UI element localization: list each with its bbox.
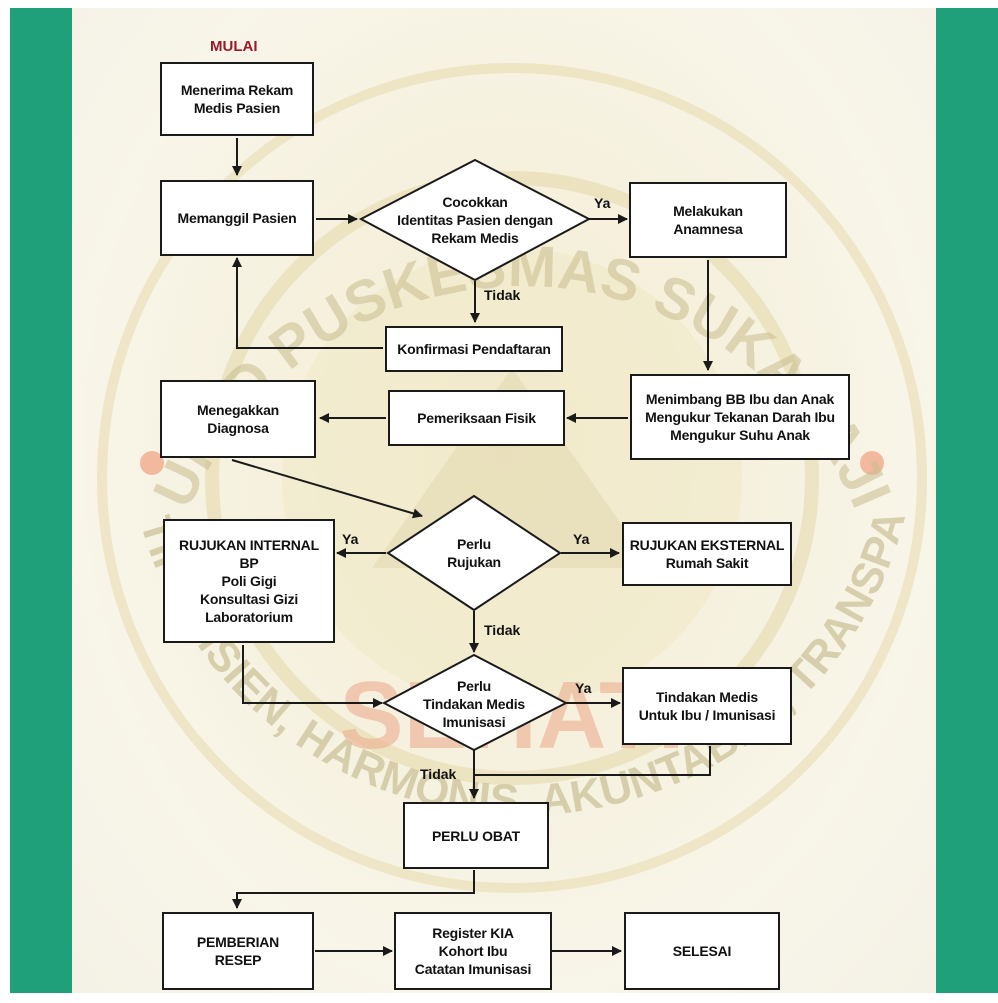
node-text: Poli Gigi <box>221 573 277 589</box>
node-text: Perlu <box>456 536 491 552</box>
node-text: BP <box>239 555 259 571</box>
node-text: Konfirmasi Pendaftaran <box>397 341 551 357</box>
node-melakukan-anamnesa: Melakukan Anamnesa <box>629 182 787 258</box>
node-memanggil-pasien: Memanggil Pasien <box>160 180 314 256</box>
edge-label-rujukan-tidak: Tidak <box>484 622 521 638</box>
arrow-obat-resep <box>232 870 475 909</box>
node-pemberian-resep: PEMBERIAN RESEP <box>162 912 314 990</box>
edge-label-tindakan-ya: Ya <box>575 680 592 696</box>
node-menerima-rekam-medis: Menerima Rekam Medis Pasien <box>160 62 314 136</box>
left-green-border <box>10 8 72 993</box>
edge-label-cocokkan-tidak: Tidak <box>484 287 521 303</box>
node-text: Konsultasi Gizi <box>199 591 299 607</box>
diamond-tindakan-shape <box>381 653 569 752</box>
right-green-border <box>936 8 998 993</box>
node-text: Anamnesa <box>673 221 743 237</box>
node-text: Mengukur Tekanan Darah Ibu <box>645 409 835 425</box>
node-text: Imunisasi <box>442 714 506 730</box>
diamond-rujukan-shape <box>386 494 562 612</box>
node-menegakkan-diagnosa: Menegakkan Diagnosa <box>160 380 316 458</box>
node-text: Perlu <box>456 678 491 694</box>
arrow-internal-tindakan <box>242 645 383 708</box>
node-text: Menerima Rekam <box>180 82 294 98</box>
node-text: Menegakkan <box>196 402 280 418</box>
node-text: Menimbang BB Ibu dan Anak <box>645 391 835 407</box>
decision-perlu-rujukan: Perlu Rujukan <box>414 528 534 578</box>
edge-label-tindakan-tidak: Tidak <box>420 766 457 782</box>
node-text: PERLU OBAT <box>432 827 520 844</box>
node-text: Rumah Sakit <box>665 555 749 571</box>
node-text: Rekam Medis <box>431 230 519 246</box>
node-text: Tindakan Medis <box>656 689 758 705</box>
edge-label-rujukan-ya-left: Ya <box>342 531 359 547</box>
node-selesai: SELESAI <box>624 912 780 990</box>
node-text: Mengukur Suhu Anak <box>670 427 810 443</box>
diamond-cocokkan-shape <box>358 158 592 282</box>
node-text: Catatan Imunisasi <box>414 961 532 977</box>
node-perlu-obat: PERLU OBAT <box>403 802 549 869</box>
node-rujukan-eksternal: RUJUKAN EKSTERNAL Rumah Sakit <box>622 522 792 586</box>
node-pemeriksaan-fisik: Pemeriksaan Fisik <box>388 390 565 446</box>
edge-label-rujukan-ya-right: Ya <box>573 531 590 547</box>
node-menimbang-mengukur: Menimbang BB Ibu dan Anak Mengukur Tekan… <box>630 374 850 460</box>
node-title: RUJUKAN INTERNAL <box>179 537 319 553</box>
node-text: Kohort Ibu <box>438 943 508 959</box>
decision-perlu-tindakan: Perlu Tindakan Medis Imunisasi <box>409 676 539 732</box>
node-text: Register KIA <box>432 925 514 941</box>
node-text: RESEP <box>214 952 262 968</box>
node-text: Untuk Ibu / Imunisasi <box>638 707 776 723</box>
node-text: Pemeriksaan Fisik <box>417 410 536 426</box>
arrow-konfirmasi-memanggil <box>232 257 383 349</box>
node-register-kia: Register KIA Kohort Ibu Catatan Imunisas… <box>394 912 552 990</box>
node-text: Medis Pasien <box>193 100 281 116</box>
node-text: Melakukan <box>673 203 743 219</box>
node-text: Rujukan <box>447 554 501 570</box>
node-rujukan-internal: RUJUKAN INTERNAL BP Poli Gigi Konsultasi… <box>163 519 335 643</box>
node-tindakan-medis: Tindakan Medis Untuk Ibu / Imunisasi <box>622 667 792 745</box>
node-text: Diagnosa <box>207 420 269 436</box>
arrow-diagnosa-rujukan <box>231 459 423 519</box>
node-text: Laboratorium <box>205 609 293 625</box>
node-text: SELESAI <box>672 943 732 959</box>
arrow-medis-obat <box>474 746 711 776</box>
node-text: Memanggil Pasien <box>177 210 297 226</box>
node-text: Identitas Pasien dengan <box>397 212 553 228</box>
node-title: RUJUKAN EKSTERNAL <box>629 537 785 553</box>
start-label: MULAI <box>210 38 258 55</box>
node-text: PEMBERIAN <box>196 934 280 950</box>
node-konfirmasi-pendaftaran: Konfirmasi Pendaftaran <box>385 326 563 372</box>
node-text: Tindakan Medis <box>423 696 525 712</box>
decision-cocokkan: Cocokkan Identitas Pasien dengan Rekam M… <box>380 185 570 255</box>
node-text: Cocokkan <box>442 194 508 210</box>
edge-label-cocokkan-ya: Ya <box>594 195 611 211</box>
